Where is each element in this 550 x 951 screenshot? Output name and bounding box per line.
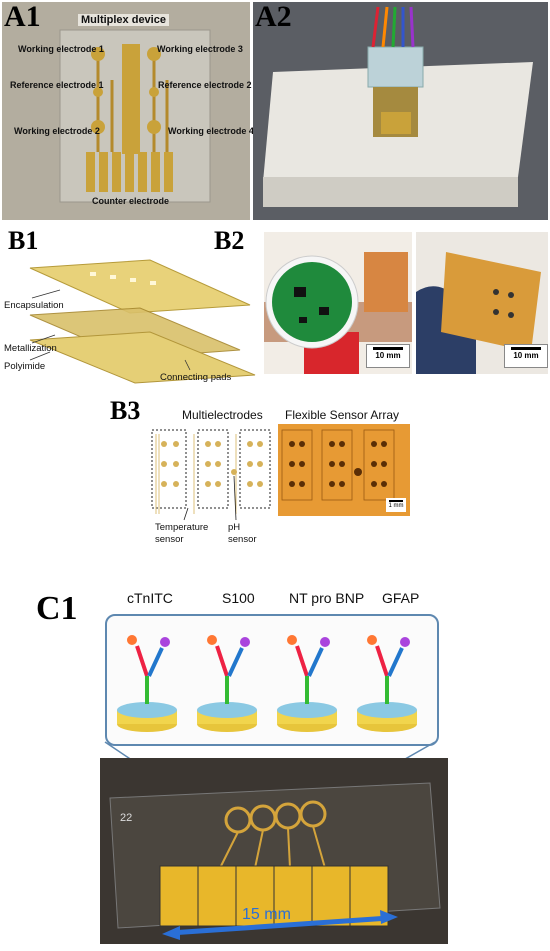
panel-letter-b2: B2 — [214, 226, 245, 255]
a1-label-we1: Working electrode 1 — [18, 44, 104, 54]
a1-label-we2: Working electrode 2 — [14, 126, 100, 136]
sensor-surface-illustrations — [117, 633, 419, 734]
b2-scalebar-right: 10 mm — [504, 344, 548, 368]
panel-a2-photo — [253, 2, 548, 220]
b1-label-connecting-pads: Connecting pads — [160, 372, 232, 383]
b2-wrist-photo — [264, 232, 412, 374]
b1-label-polyimide: Polyimide — [4, 361, 46, 372]
b3-label-array-title: Flexible Sensor Array — [285, 408, 400, 422]
a1-label-we4: Working electrode 4 — [168, 126, 254, 136]
panel-letter-b3: B3 — [110, 396, 141, 425]
a1-label-re2: Reference electrode 2 — [158, 80, 252, 90]
sensor-chip-graphic — [100, 758, 448, 944]
c1-callout-box — [105, 614, 439, 746]
wrist-device-graphic — [264, 232, 412, 374]
b3-scalebar: 1 mm — [386, 498, 406, 512]
c1-marker-ntprobnp: NT pro BNP — [289, 590, 365, 606]
b3-scale-text: 1 mm — [388, 503, 404, 509]
a1-label-we3: Working electrode 3 — [157, 44, 243, 54]
c1-marker-s100: S100 — [222, 590, 255, 606]
panel-a1-photo — [2, 2, 250, 220]
flexible-film-graphic — [416, 232, 548, 374]
c1-marker-ctnitc: cTnITC — [127, 590, 173, 606]
a1-label-re1: Reference electrode 1 — [10, 80, 104, 90]
multiplex-device-graphic — [2, 2, 250, 220]
layer-stack-diagram — [29, 259, 256, 384]
c1-chip-photo — [100, 758, 448, 944]
b3-label-ph: pH sensor — [228, 522, 257, 545]
c1-scale-label: 15 mm — [242, 906, 291, 923]
b2-scalebar-left: 10 mm — [366, 344, 410, 368]
b1-label-encapsulation: Encapsulation — [4, 300, 64, 311]
panel-letter-a1: A1 — [4, 0, 41, 33]
panel-letter-b1: B1 — [8, 226, 39, 255]
b2-scale-left-text: 10 mm — [375, 351, 401, 360]
multielectrode-layout-diagram — [151, 429, 271, 521]
b3-label-multielectrodes: Multielectrodes — [182, 408, 263, 422]
b1-label-metallization: Metallization — [4, 343, 57, 354]
panel-letter-a2: A2 — [255, 0, 292, 33]
panel-letter-c1: C1 — [36, 590, 78, 627]
b2-scale-right-text: 10 mm — [513, 351, 539, 360]
c1-chip-number: 22 — [120, 812, 133, 824]
test-fixture-graphic — [253, 2, 548, 220]
b3-label-temperature: Temperature sensor — [155, 522, 209, 545]
a1-title: Multiplex device — [78, 14, 169, 26]
c1-marker-gfap: GFAP — [382, 590, 420, 606]
a1-label-counter: Counter electrode — [92, 196, 170, 206]
